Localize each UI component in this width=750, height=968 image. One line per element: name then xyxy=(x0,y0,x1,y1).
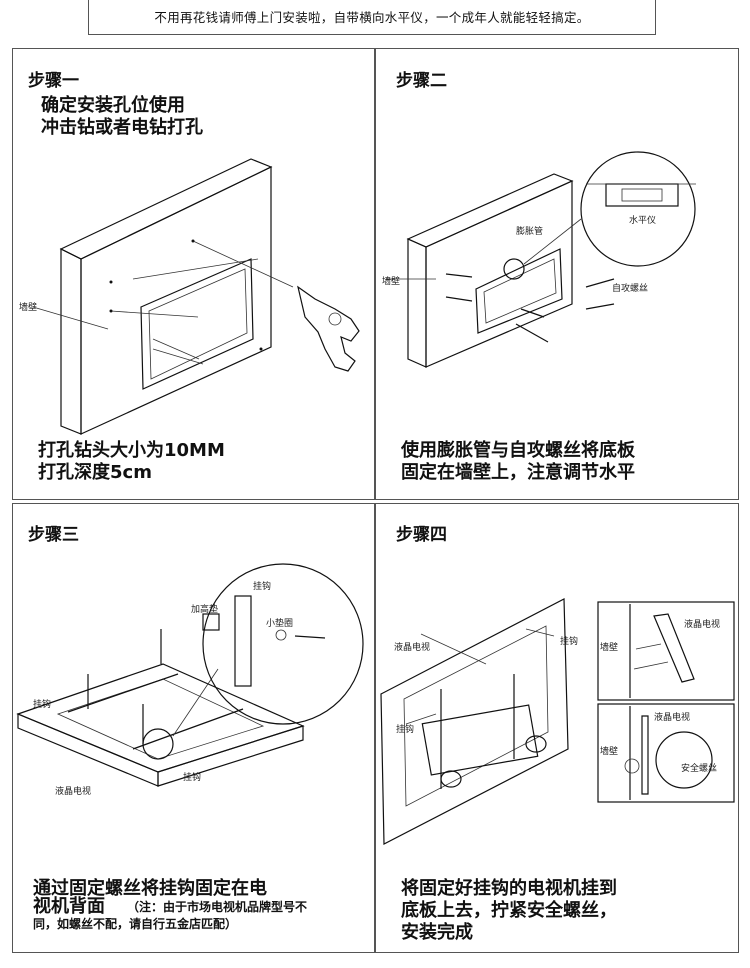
step-4-panel: 步骤四 液晶电视 挂钩 挂钩 液晶电视 墙壁 液晶电视 墙壁 安全螺丝 将固定好… xyxy=(375,503,739,953)
step-4-title: 步骤四 xyxy=(396,525,447,545)
step-1-note-line-1: 打孔钻头大小为10MM xyxy=(38,440,225,461)
step-1-panel: 步骤一 确定安装孔位使用 冲击钻或者电钻打孔 墙壁 打孔钻头大小为10MM 打孔… xyxy=(12,48,375,500)
step-1-instruction-line-2: 冲击钻或者电钻打孔 xyxy=(41,117,203,138)
header-text: 不用再花钱请师傅上门安装啦，自带横向水平仪，一个成年人就能轻轻搞定。 xyxy=(154,10,590,25)
step-4-note-line-2: 底板上去，拧紧安全螺丝， xyxy=(401,900,617,921)
step-3-hook-left-label: 挂钩 xyxy=(33,700,52,710)
step-2-mount-illustration xyxy=(386,151,696,368)
step-3-note-line-2: 视机背面 xyxy=(33,896,105,917)
step-2-title: 步骤二 xyxy=(396,71,447,91)
step-3-panel: 步骤三 挂钩 加高垫 小垫圈 挂钩 挂钩 液晶电视 通过固定螺丝将挂钩固定在电 … xyxy=(12,503,375,953)
step-3-title: 步骤三 xyxy=(28,525,79,545)
step-4-safety-screw-label: 安全螺丝 xyxy=(681,764,718,774)
step-4-detail-a-wall-label: 墙壁 xyxy=(600,643,619,653)
step-4-detail-b-wall-label: 墙壁 xyxy=(600,747,619,757)
step-3-hook-label: 挂钩 xyxy=(253,582,272,592)
step-3-note-line-1: 通过固定螺丝将挂钩固定在电 xyxy=(33,878,267,899)
step-3-footnote-line-2: 同，如螺丝不配，请自行五金店匹配） xyxy=(33,917,238,931)
step-2-note-line-2: 固定在墙壁上，注意调节水平 xyxy=(401,462,635,483)
step-4-note-line-3: 安装完成 xyxy=(401,922,473,943)
step-4-hook-label: 挂钩 xyxy=(560,637,579,647)
step-1-wall-label: 墙壁 xyxy=(19,303,38,313)
step-2-panel: 步骤二 膨胀管 水平仪 自攻螺丝 墙壁 使用膨胀管与自攻螺丝将底板 固定在墙壁上… xyxy=(375,48,739,500)
step-4-hang-illustration xyxy=(380,598,735,845)
step-4-detail-a-tv-label: 液晶电视 xyxy=(684,620,721,630)
step-4-note-line-1: 将固定好挂钩的电视机挂到 xyxy=(401,878,617,899)
header-banner: 不用再花钱请师傅上门安装啦，自带横向水平仪，一个成年人就能轻轻搞定。 xyxy=(88,0,656,35)
step-1-instruction-line-1: 确定安装孔位使用 xyxy=(41,95,185,116)
step-4-detail-b-tv-label: 液晶电视 xyxy=(654,713,691,723)
step-2-level-label: 水平仪 xyxy=(629,216,657,226)
step-3-tv-label: 液晶电视 xyxy=(55,787,92,797)
step-4-tv-label: 液晶电视 xyxy=(394,643,431,653)
step-2-screw-label: 自攻螺丝 xyxy=(612,284,649,294)
step-1-note-line-2: 打孔深度5cm xyxy=(38,462,152,483)
step-2-note-line-1: 使用膨胀管与自攻螺丝将底板 xyxy=(401,440,635,461)
step-2-anchor-label: 膨胀管 xyxy=(516,227,544,237)
step-4-hook2-label: 挂钩 xyxy=(396,725,415,735)
step-3-spacer-label: 加高垫 xyxy=(191,605,219,615)
step-3-washer-label: 小垫圈 xyxy=(266,619,294,629)
step-1-title: 步骤一 xyxy=(28,71,79,91)
step-3-hook-illustration xyxy=(16,563,364,787)
step-3-hook-bottom-label: 挂钩 xyxy=(183,773,202,783)
step-2-wall-label: 墙壁 xyxy=(382,277,401,287)
step-1-drill-illustration xyxy=(32,158,360,435)
step-3-footnote-line-1: （注：由于市场电视机品牌型号不 xyxy=(127,900,308,914)
